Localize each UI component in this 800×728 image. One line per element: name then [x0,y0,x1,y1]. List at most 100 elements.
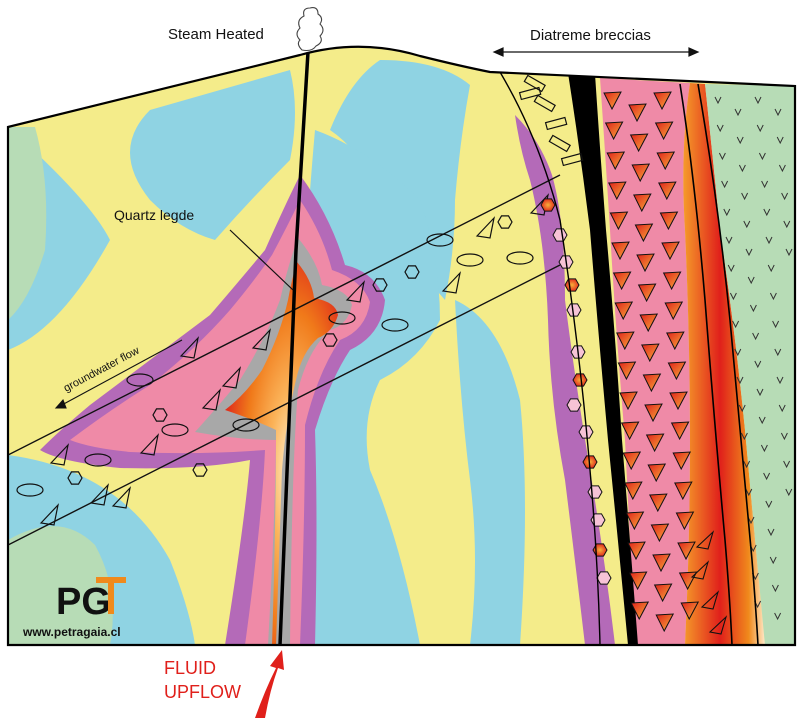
v-mark [776,136,784,145]
v-mark [758,416,766,425]
green-zone-upper-left [8,127,47,320]
hot-red-zone [683,83,765,645]
ellipse-clast [16,483,44,497]
hexagon-clast [572,373,588,387]
band-clasts [16,74,584,526]
triangle-clast [39,503,59,526]
triangle-clast [652,553,671,573]
triangle-clast [441,271,461,294]
v-mark [745,248,753,257]
v-mark [729,292,737,301]
v-mark [718,152,726,161]
v-mark [771,584,779,593]
triangle-clast [603,91,622,111]
triangle-clast [659,211,679,231]
v-mark [780,432,788,441]
triangle-clast [656,151,676,171]
triangle-clast [708,615,728,635]
ellipse-clast [126,373,154,387]
rectangle-clast [548,134,571,153]
fault-right-2 [697,83,759,645]
v-mark [772,320,780,329]
triangle-clast [608,181,627,201]
v-mark [745,488,753,497]
hexagon-clast [404,265,420,279]
triangle-clast [624,481,643,501]
hexagon-clast [372,278,388,292]
triangle-clast [630,601,650,621]
v-mark [716,124,724,133]
v-mark [765,236,773,245]
triangle-clast [644,403,663,423]
v-mark [747,276,755,285]
logo-t-mark-icon [96,577,126,614]
triangle-clast [251,328,271,351]
v-mark [763,208,771,217]
triangle-clast [653,583,673,603]
v-mark [785,488,793,497]
v-mark [734,348,742,357]
v-mark [736,376,744,385]
fluid-label: FLUID [164,658,216,678]
steam-heated-label: Steam Heated [168,26,264,43]
triangle-clast [641,343,660,363]
triangle-clast [622,451,642,471]
v-mark [752,332,760,341]
breccia-contact-left [499,71,601,645]
triangle-clast [89,483,109,506]
quartz-ledge-label: Quartz legde [114,207,194,223]
purple-breccia [515,115,615,645]
triangle-clast [639,313,659,333]
v-mark [756,124,764,133]
website-label: www.petragaia.cl [22,625,121,639]
hexagon-clast [596,571,612,585]
logo-text: PG [56,581,111,623]
triangle-clast [604,121,624,141]
v-mark [756,388,764,397]
triangle-clast [620,421,640,441]
rectangle-clast [533,94,556,113]
triangle-clast [631,163,651,183]
triangle-clast [669,391,688,411]
triangle-clast [179,336,199,359]
v-mark [774,348,782,357]
v-mark [754,360,762,369]
triangle-clast [627,541,646,561]
v-mark [734,108,742,117]
triangle-clast [664,301,684,321]
triangle-clast [139,433,159,456]
triangle-clast [609,211,629,231]
hexagon-clast [566,303,582,317]
hexagon-clast [566,398,582,412]
v-mark [783,460,791,469]
triangle-clast [690,560,710,580]
triangle-clast [475,216,495,239]
v-mark [785,248,793,257]
diatreme-breccias-label: Diatreme breccias [530,27,651,44]
triangle-clast [666,331,685,351]
v-mark [736,136,744,145]
v-mark [769,292,777,301]
v-mark [778,164,786,173]
v-mark [760,444,768,453]
triangle-clast [700,590,720,610]
triangle-clast [695,530,715,550]
triangle-clast [201,388,221,411]
triangle-clast [616,331,635,351]
triangle-clast [606,151,626,171]
v-mark [758,152,766,161]
v-mark [740,432,748,441]
groundwater-flow-band [8,174,561,546]
triangle-clast [675,511,695,531]
black-dike [568,73,638,645]
triangle-clast [49,443,69,466]
quartz-ledge-leader [229,229,294,291]
hexagon-clast [564,278,580,292]
v-mark [727,264,735,273]
hexagon-clast [192,463,208,477]
v-mark [781,192,789,201]
triangle-clast [637,283,657,303]
